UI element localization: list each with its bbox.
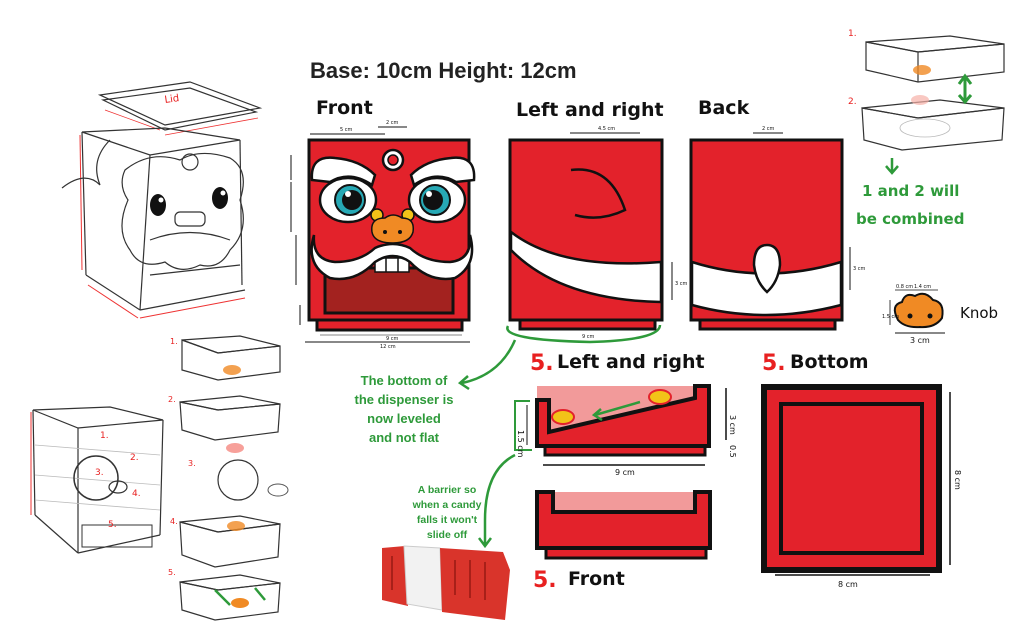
- section5-front-label: Front: [568, 568, 625, 590]
- lid-label: Lid: [164, 93, 180, 106]
- svg-text:2.: 2.: [168, 395, 176, 404]
- svg-text:4.5 cm: 4.5 cm: [598, 126, 615, 132]
- svg-text:A barrier so: A barrier so: [418, 484, 477, 496]
- svg-text:and not flat: and not flat: [369, 430, 440, 445]
- barrier-arrow-icon: [478, 453, 516, 549]
- back-drop-shape: [752, 243, 782, 294]
- knob: 0.8 cm 1.4 cm 1.5 cm 3 cm Knob: [882, 284, 998, 345]
- svg-text:8 cm: 8 cm: [838, 580, 858, 589]
- svg-text:5.: 5.: [108, 520, 117, 530]
- knob-shape: [893, 292, 944, 329]
- combine-arrow-icon: [957, 73, 973, 105]
- exploded-view: 1. 2. 3. 4. 5.: [168, 335, 289, 621]
- bottom-leveled-note: The bottom of the dispenser is now level…: [355, 373, 454, 445]
- whiskers: [310, 234, 474, 281]
- left-right-view: 4.5 cm 3 cm 9 cm: [508, 126, 688, 340]
- svg-text:3.: 3.: [95, 468, 104, 478]
- combine-diagram: 1. 2. 1 and 2 will be combined: [848, 29, 1005, 228]
- nose: [371, 214, 415, 244]
- tray-slope: [535, 384, 711, 448]
- svg-text:1.: 1.: [848, 29, 857, 39]
- svg-text:4.: 4.: [170, 517, 178, 526]
- svg-text:1.: 1.: [100, 431, 109, 441]
- front-label: Front: [316, 97, 373, 119]
- svg-text:the dispenser is: the dispenser is: [355, 392, 454, 407]
- svg-text:5.: 5.: [533, 568, 557, 593]
- svg-text:4.: 4.: [132, 489, 141, 499]
- back-label: Back: [698, 97, 750, 119]
- section5-left-right-label: Left and right: [557, 351, 705, 373]
- svg-text:0.5: 0.5: [728, 445, 737, 458]
- svg-text:9 cm: 9 cm: [582, 334, 595, 340]
- side-ear-curve: [570, 168, 627, 219]
- lid-sketch: [97, 81, 263, 126]
- svg-text:slide off: slide off: [427, 529, 468, 541]
- svg-text:1.4 cm: 1.4 cm: [914, 284, 931, 290]
- tray-side-view: 1.5 cm 9 cm 3 cm 0.5: [514, 384, 737, 477]
- svg-text:12 cm: 12 cm: [380, 344, 396, 350]
- svg-text:1.5 cm: 1.5 cm: [882, 314, 899, 320]
- candy-icon: [551, 409, 575, 425]
- front-view: 5 cm 2 cm 12 cm 9 cm: [305, 120, 476, 350]
- bottom-plate: 8 cm 8 cm: [761, 384, 962, 589]
- knob-label: Knob: [960, 304, 998, 322]
- section5-bottom-label: Bottom: [790, 351, 869, 373]
- barrier-note: A barrier so when a candy falls it won't…: [412, 484, 482, 541]
- svg-text:2.: 2.: [848, 97, 857, 107]
- svg-text:9 cm: 9 cm: [615, 468, 635, 477]
- knob-width: 3 cm: [910, 336, 930, 345]
- svg-text:3 cm: 3 cm: [728, 415, 737, 435]
- svg-text:1.5 cm: 1.5 cm: [516, 430, 525, 458]
- teeth: [374, 257, 410, 273]
- svg-text:The bottom of: The bottom of: [361, 373, 448, 388]
- svg-text:5.: 5.: [530, 351, 554, 376]
- lion-box-sketch: Lid: [61, 81, 263, 319]
- back-view: 2 cm 3 cm: [689, 126, 866, 331]
- down-arrow-icon: [885, 158, 899, 175]
- svg-text:8 cm: 8 cm: [953, 470, 962, 490]
- svg-text:1.: 1.: [170, 337, 178, 346]
- svg-text:3 cm: 3 cm: [853, 266, 866, 272]
- svg-text:0.8 cm: 0.8 cm: [896, 284, 913, 290]
- svg-text:2 cm: 2 cm: [762, 126, 775, 132]
- note-arrow-icon: [457, 339, 517, 391]
- tray-front-view: [535, 490, 712, 560]
- assembled-sketch: 1. 2. 3. 4. 5.: [30, 406, 164, 554]
- slide-arrow-icon: [591, 400, 641, 422]
- front-height-dims: [290, 155, 301, 325]
- highlight-loop: [506, 324, 662, 344]
- svg-text:3 cm: 3 cm: [675, 281, 688, 287]
- svg-text:5 cm: 5 cm: [340, 127, 353, 133]
- combine-note-2: be combined: [856, 210, 964, 228]
- page-title: Base: 10cm Height: 12cm: [310, 58, 577, 83]
- left-right-label: Left and right: [516, 99, 664, 121]
- svg-text:falls it won't: falls it won't: [417, 514, 478, 526]
- svg-text:9 cm: 9 cm: [386, 336, 399, 342]
- svg-text:2.: 2.: [130, 453, 139, 463]
- road-barrier-photo: [382, 545, 510, 620]
- svg-text:when a candy: when a candy: [412, 499, 482, 511]
- svg-text:now leveled: now leveled: [367, 411, 441, 426]
- svg-text:5.: 5.: [168, 568, 176, 577]
- candy-icon: [648, 389, 672, 405]
- svg-text:3.: 3.: [188, 459, 196, 468]
- svg-text:5.: 5.: [762, 351, 786, 376]
- side-stripe: [509, 229, 663, 304]
- svg-text:2 cm: 2 cm: [386, 120, 399, 126]
- combine-note-1: 1 and 2 will: [862, 182, 959, 200]
